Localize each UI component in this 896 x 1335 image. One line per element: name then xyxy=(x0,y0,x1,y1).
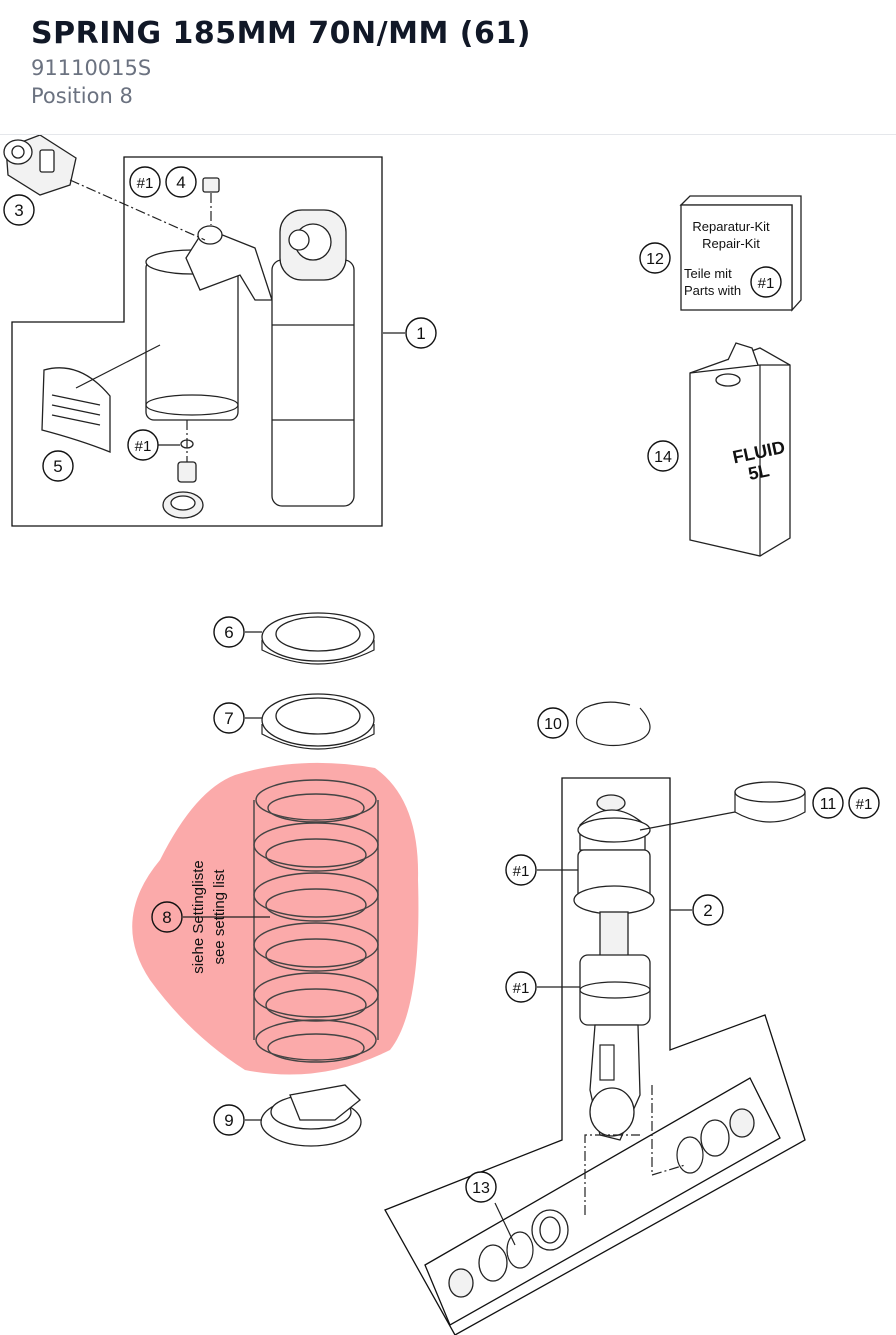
leader-11 xyxy=(639,811,736,831)
svg-text:2: 2 xyxy=(703,901,712,920)
seal-kit-part-13 xyxy=(424,1077,781,1326)
svg-text:12: 12 xyxy=(646,251,664,268)
svg-text:3: 3 xyxy=(14,201,23,220)
exploded-parts-diagram: Reparatur-Kit Repair-Kit Teile mit Parts… xyxy=(3,135,880,1335)
callout-ref-piston: #1 xyxy=(505,854,537,886)
svg-text:14: 14 xyxy=(654,449,672,466)
part-number: 91110015S xyxy=(31,56,152,80)
svg-text:Parts with: Parts with xyxy=(684,283,741,298)
fluid-canister: FLUID 5L xyxy=(689,342,791,557)
lock-ring-part-7 xyxy=(261,693,375,750)
svg-text:4: 4 xyxy=(176,173,185,192)
preload-ring-part-6 xyxy=(261,612,375,665)
callout-3: 3 xyxy=(3,194,35,226)
adjuster-knob-part-3 xyxy=(3,135,77,196)
svg-text:1: 1 xyxy=(416,324,425,343)
leader-3 xyxy=(69,179,206,241)
svg-text:Teile mit: Teile mit xyxy=(684,266,732,281)
assembly-frame-1 xyxy=(11,156,383,527)
assembly-frame-2 xyxy=(384,777,806,1335)
callout-ref-rod: #1 xyxy=(505,971,537,1003)
page-header: SPRING 185MM 70N/MM (61) 91110015S Posit… xyxy=(0,0,896,135)
svg-text:Reparatur-Kit: Reparatur-Kit xyxy=(692,219,770,234)
svg-text:#1: #1 xyxy=(513,863,530,880)
spring-seat-part-9 xyxy=(260,1084,362,1147)
svg-text:#1: #1 xyxy=(513,980,530,997)
coil-spring-part-8 xyxy=(253,779,379,1063)
page-title: SPRING 185MM 70N/MM (61) xyxy=(31,16,531,51)
reservoir-cylinder xyxy=(145,225,273,421)
svg-text:11: 11 xyxy=(820,796,837,813)
callout-9: 9 xyxy=(213,1104,245,1136)
svg-text:see setting list: see setting list xyxy=(211,869,228,965)
spring-setting-note: siehe Settingliste see setting list xyxy=(190,860,228,973)
callout-6: 6 xyxy=(213,616,245,648)
svg-text:13: 13 xyxy=(472,1180,490,1197)
callout-8: 8 xyxy=(151,901,183,933)
spring-highlight xyxy=(132,762,419,1075)
circlip-part-10 xyxy=(575,701,651,747)
callout-ref-11: #1 xyxy=(848,787,880,819)
svg-text:5: 5 xyxy=(53,457,62,476)
reservoir-valve-assembly xyxy=(162,420,204,519)
warning-label-part-5 xyxy=(41,344,161,453)
callout-2: 2 xyxy=(692,894,724,926)
svg-text:#1: #1 xyxy=(137,175,154,192)
leader-13 xyxy=(494,1202,516,1246)
position-label: Position 8 xyxy=(31,84,133,108)
svg-text:#1: #1 xyxy=(856,796,873,813)
svg-text:Repair-Kit: Repair-Kit xyxy=(702,236,760,251)
callout-4: 4 xyxy=(165,166,197,198)
svg-text:5L: 5L xyxy=(746,460,771,484)
svg-text:9: 9 xyxy=(224,1111,233,1130)
svg-text:6: 6 xyxy=(224,623,233,642)
callout-7: 7 xyxy=(213,702,245,734)
repair-kit-box: Reparatur-Kit Repair-Kit Teile mit Parts… xyxy=(679,195,802,312)
svg-text:siehe Settingliste: siehe Settingliste xyxy=(190,860,207,973)
valve-cap-part-4 xyxy=(202,177,220,225)
callout-10: 10 xyxy=(537,707,569,739)
svg-text:7: 7 xyxy=(224,709,233,728)
seal-band-part-11 xyxy=(734,781,806,823)
callout-12: 12 xyxy=(639,242,671,274)
svg-text:#1: #1 xyxy=(135,438,152,455)
svg-text:8: 8 xyxy=(162,908,171,927)
piston-rod-assembly xyxy=(573,794,655,1141)
callout-5: 5 xyxy=(42,450,74,482)
callout-ref-top: #1 xyxy=(129,166,161,198)
callout-13: 13 xyxy=(465,1171,497,1203)
svg-text:10: 10 xyxy=(544,716,562,733)
damper-body xyxy=(271,209,355,507)
callout-14: 14 xyxy=(647,440,679,472)
callout-ref-kit: #1 xyxy=(750,266,782,298)
callout-ref-valve: #1 xyxy=(127,429,159,461)
svg-text:#1: #1 xyxy=(758,275,775,292)
callout-11: 11 xyxy=(812,787,844,819)
callout-1: 1 xyxy=(405,317,437,349)
